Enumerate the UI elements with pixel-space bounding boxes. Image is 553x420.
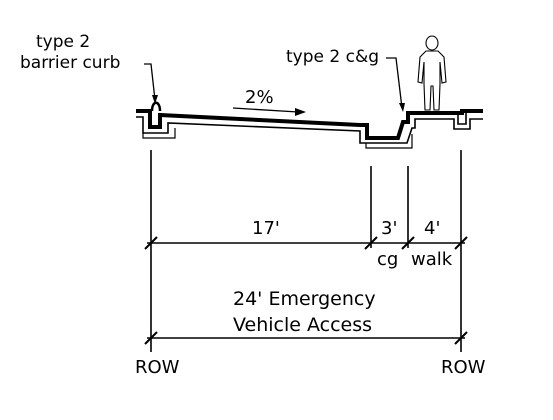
walk-dim-label: walk (411, 249, 453, 270)
access-label-line2: Vehicle Access (233, 314, 372, 336)
row-left-label: ROW (135, 357, 180, 378)
cg-leader (386, 57, 405, 112)
slope-arrow (232, 107, 306, 116)
dim-17-label: 17' (252, 218, 280, 239)
slope-label: 2% (245, 87, 274, 108)
cg-dim-label: cg (377, 249, 398, 270)
road-surface (136, 101, 483, 149)
barrier-curb-label-line1: type 2 (36, 32, 90, 52)
walk-edge-curb (457, 113, 467, 125)
person-silhouette-icon (417, 35, 447, 111)
extension-lines (150, 150, 462, 352)
barrier-curb-label-line2: barrier curb (20, 53, 120, 73)
access-label-line1: 24' Emergency (233, 288, 376, 310)
base-course-line (136, 116, 483, 144)
dimension-line-segments (144, 236, 468, 250)
row-right-label: ROW (441, 357, 486, 378)
barrier-curb-shape (150, 101, 162, 112)
dim-3-label: 3' (381, 218, 397, 239)
cg-base (365, 134, 413, 149)
cg-type-label: type 2 c&g (286, 47, 379, 67)
barrier-curb-base (142, 128, 176, 139)
barrier-curb-leader (144, 63, 158, 104)
dimension-line-total (144, 331, 468, 345)
pavement-top-line (136, 109, 483, 140)
dim-4-label: 4' (424, 218, 440, 239)
